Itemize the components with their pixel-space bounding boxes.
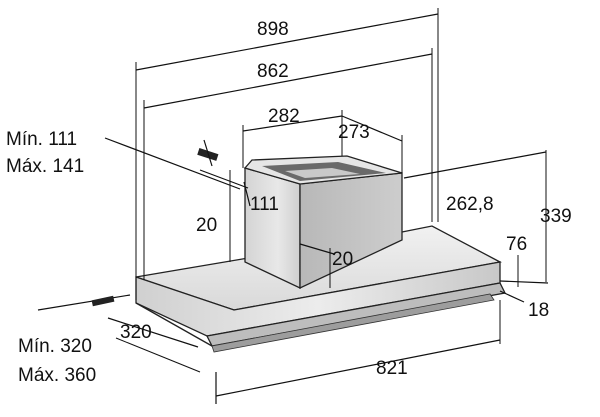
label-hood-height: 262,8 [446,194,494,215]
label-depth-min: Mín. 320 [18,336,92,357]
label-chimney-width: 282 [268,106,300,127]
label-left-20: 20 [196,215,217,236]
dimension-labels: 898 862 282 273 Mín. 111 Máx. 141 111 20… [6,19,572,386]
label-depth: 320 [120,322,152,343]
label-chimney-offset-111: 111 [250,194,279,215]
canopy-left-edge [135,302,213,347]
label-front-lip: 18 [528,300,549,321]
label-inner-width: 862 [257,61,289,82]
label-front-width: 821 [376,358,408,379]
label-canopy-height: 76 [506,234,527,255]
label-chimney-depth: 273 [338,122,370,143]
label-depth-max: Máx. 360 [18,365,96,386]
label-max-height: Máx. 141 [6,156,84,177]
chimney-opening-inner [285,168,360,178]
visor-panel [211,293,495,353]
hood-body [135,155,506,353]
dimension-lines [37,8,549,404]
label-total-height: 339 [540,206,572,227]
label-total-width: 898 [257,19,289,40]
label-min-height: Mín. 111 [6,129,77,150]
label-chimney-20: 20 [332,249,353,270]
